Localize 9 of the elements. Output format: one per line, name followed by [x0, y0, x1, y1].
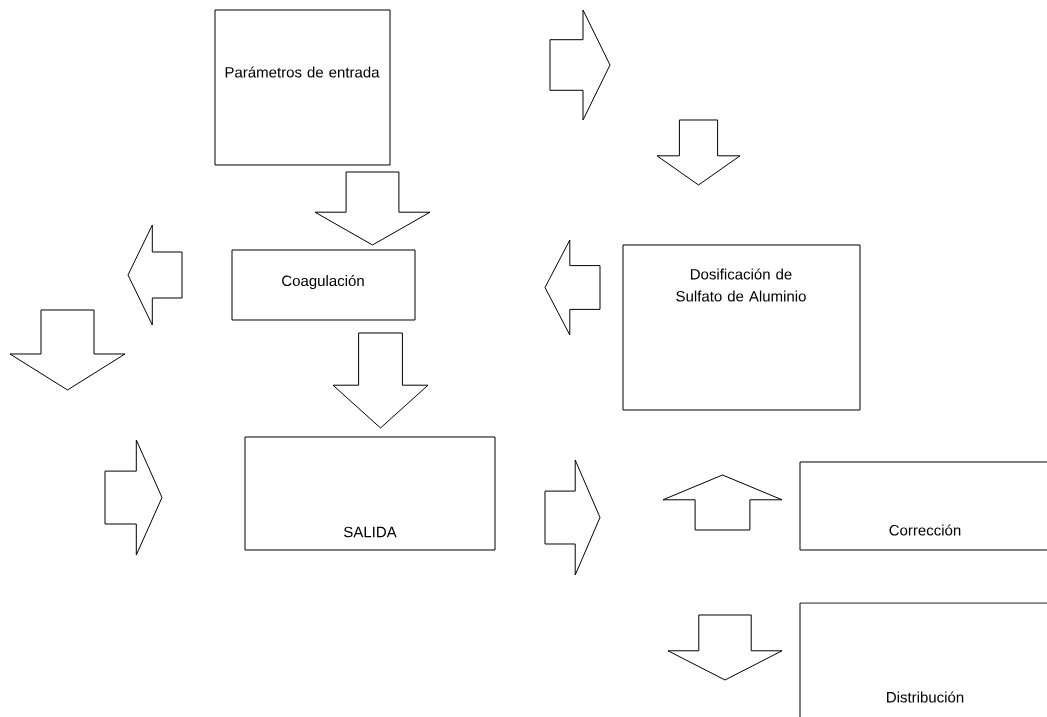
process-box: Coagulación — [231, 249, 416, 321]
process-box: Parámetros de entrada — [214, 9, 391, 166]
process-box: Corrección — [799, 461, 1047, 551]
process-box: Dosificación de Sulfato de Aluminio — [622, 244, 861, 411]
process-box: SALIDA — [244, 436, 496, 551]
block-arrow — [544, 239, 601, 336]
block-arrow — [314, 171, 431, 246]
process-box: Distribución — [799, 602, 1047, 717]
block-arrow — [332, 332, 429, 429]
